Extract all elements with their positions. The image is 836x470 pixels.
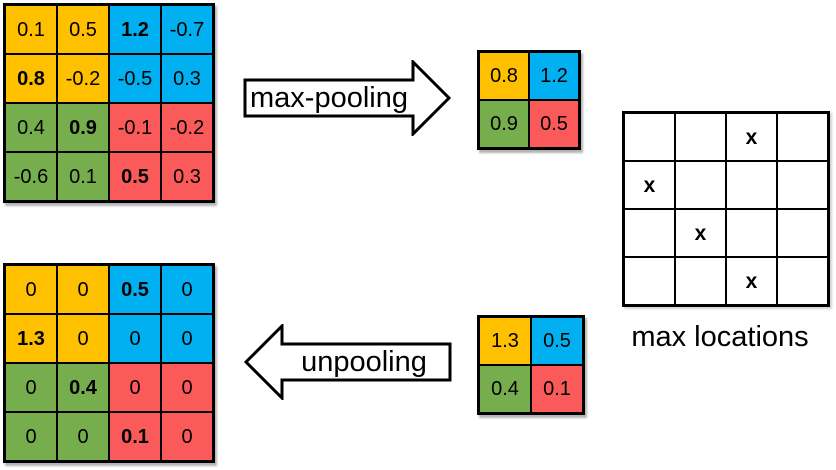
max-pooling-label: max-pooling [250, 81, 408, 114]
unpooled-output-grid-cell-r1c1: 0 [57, 314, 109, 363]
max-locations-grid-cell-r1c1 [675, 161, 726, 209]
unpool-input-grid-cell-r0c0: 1.3 [479, 317, 531, 365]
max-locations-grid-cell-r2c3 [777, 209, 828, 257]
unpooled-output-grid-cell-r3c0: 0 [5, 412, 57, 461]
max-locations-grid-cell-r3c0 [624, 257, 675, 305]
unpooled-output-grid-cell-r3c3: 0 [161, 412, 213, 461]
pooled-grid-cell-r0c1: 1.2 [529, 52, 579, 100]
unpool-input-grid-cell-r0c1: 0.5 [531, 317, 583, 365]
input-grid-cell-r2c0: 0.4 [5, 103, 57, 152]
unpool-input-grid-cell-r1c1: 0.1 [531, 365, 583, 413]
unpooling-label: unpooling [301, 345, 427, 378]
max-locations-grid-cell-r3c3 [777, 257, 828, 305]
max-locations-grid-cell-r2c1: x [675, 209, 726, 257]
max-locations-grid-cell-r1c0: x [624, 161, 675, 209]
max-locations-caption: max locations [631, 321, 809, 353]
unpool-input-grid-cell-r1c0: 0.4 [479, 365, 531, 413]
pooled-grid-cell-r1c0: 0.9 [479, 100, 529, 148]
unpooled-output-grid-cell-r2c2: 0 [109, 363, 161, 412]
unpooling-arrow [242, 324, 452, 400]
input-grid-cell-r1c2: -0.5 [109, 54, 161, 103]
input-grid-cell-r0c3: -0.7 [161, 5, 213, 54]
input-grid-cell-r0c1: 0.5 [57, 5, 109, 54]
unpooled-output-grid-cell-r1c3: 0 [161, 314, 213, 363]
pooled-grid-cell-r1c1: 0.5 [529, 100, 579, 148]
max-locations-grid-cell-r3c1 [675, 257, 726, 305]
max-locations-grid-cell-r2c2 [726, 209, 777, 257]
input-grid-cell-r1c1: -0.2 [57, 54, 109, 103]
input-grid-cell-r3c1: 0.1 [57, 152, 109, 201]
max-locations-grid-cell-r0c0 [624, 113, 675, 161]
unpooled-output-grid-cell-r3c2: 0.1 [109, 412, 161, 461]
unpooled-output-grid-cell-r2c0: 0 [5, 363, 57, 412]
input-grid-cell-r1c3: 0.3 [161, 54, 213, 103]
pooled-grid-cell-r0c0: 0.8 [479, 52, 529, 100]
max-locations-grid-cell-r1c3 [777, 161, 828, 209]
right-arrow-icon [243, 60, 452, 136]
unpooled-output-grid-cell-r2c1: 0.4 [57, 363, 109, 412]
unpooled-output-grid-cell-r2c3: 0 [161, 363, 213, 412]
unpooled-output-grid-cell-r0c1: 0 [57, 265, 109, 314]
unpooled-output-grid-cell-r0c3: 0 [161, 265, 213, 314]
input-grid-cell-r3c2: 0.5 [109, 152, 161, 201]
max-locations-grid-cell-r2c0 [624, 209, 675, 257]
left-arrow-icon [243, 324, 452, 400]
max-locations-grid-cell-r1c2 [726, 161, 777, 209]
unpooled-output-grid-cell-r1c0: 1.3 [5, 314, 57, 363]
unpooled-output-grid-cell-r0c2: 0.5 [109, 265, 161, 314]
input-grid-cell-r2c1: 0.9 [57, 103, 109, 152]
input-grid-cell-r3c0: -0.6 [5, 152, 57, 201]
input-grid-cell-r2c3: -0.2 [161, 103, 213, 152]
input-grid-cell-r1c0: 0.8 [5, 54, 57, 103]
unpooled-output-grid-cell-r3c1: 0 [57, 412, 109, 461]
max-locations-grid-cell-r0c2: x [726, 113, 777, 161]
input-grid-cell-r0c0: 0.1 [5, 5, 57, 54]
max-locations-grid-cell-r0c1 [675, 113, 726, 161]
max-locations-grid-cell-r3c2: x [726, 257, 777, 305]
max-pooling-arrow [243, 60, 453, 136]
max-locations-grid-cell-r0c3 [777, 113, 828, 161]
input-grid-cell-r0c2: 1.2 [109, 5, 161, 54]
unpooled-output-grid-cell-r0c0: 0 [5, 265, 57, 314]
input-grid-cell-r2c2: -0.1 [109, 103, 161, 152]
input-grid-cell-r3c3: 0.3 [161, 152, 213, 201]
unpooled-output-grid-cell-r1c2: 0 [109, 314, 161, 363]
